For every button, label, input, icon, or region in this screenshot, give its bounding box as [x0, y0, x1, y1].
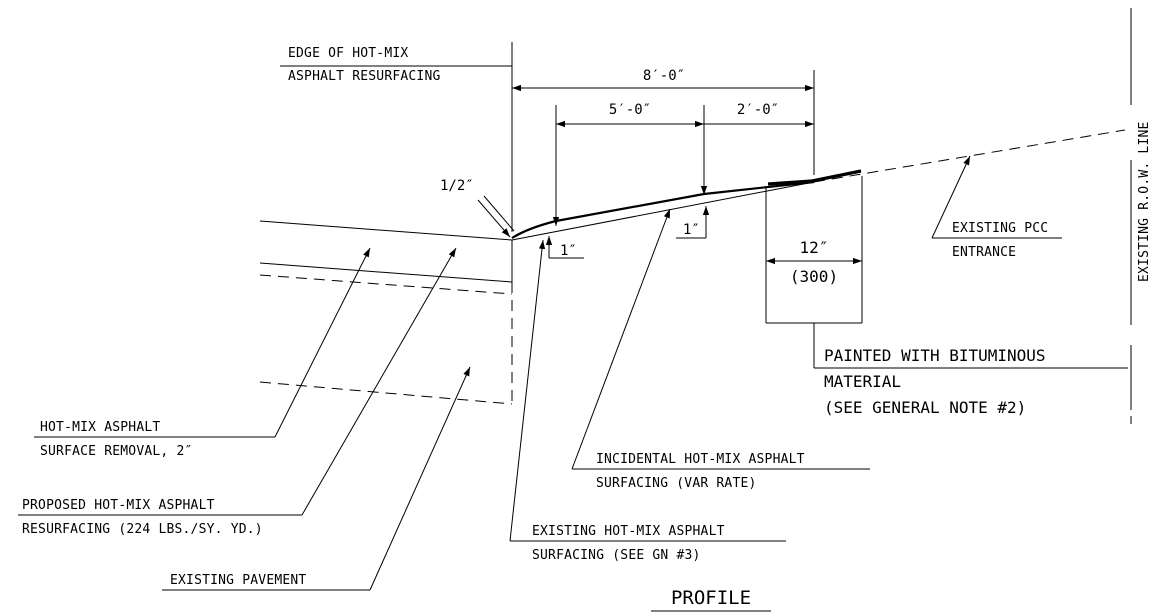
painted-label-line3: (SEE GENERAL NOTE #2) [824, 398, 1026, 417]
pcc-label-line2: ENTRANCE [952, 245, 1016, 260]
dim-1in-left-text: 1″ [560, 243, 577, 259]
existing-pavement-label: EXISTING PAVEMENT [170, 573, 306, 588]
incidental-callout: INCIDENTAL HOT-MIX ASPHALT SURFACING (VA… [571, 208, 870, 491]
dim-12in-text: 12″ [800, 238, 829, 257]
painted-label-line2: MATERIAL [824, 372, 901, 391]
existing-pavement-bottom-dashed [259, 381, 513, 405]
proposed-surface-line [259, 220, 513, 241]
bituminous-paint-segment-2 [811, 169, 862, 183]
existing-pavement-leader [369, 366, 471, 591]
proposed-leader [301, 247, 457, 516]
dim-2ft-text: 2′-0″ [737, 102, 779, 118]
proposed-surfacing-top [511, 180, 815, 239]
existing-pavement-callout: EXISTING PAVEMENT [162, 366, 471, 591]
existing-pcc-callout: EXISTING PCC ENTRANCE [931, 155, 1062, 260]
painted-label-line1: PAINTED WITH BITUMINOUS [824, 346, 1046, 365]
one-inch-callout-left: 1″ [545, 236, 584, 259]
removal-bottom-line [259, 262, 513, 283]
removal-label-line1: HOT-MIX ASPHALT [40, 420, 160, 435]
half-inch-leader-2 [483, 195, 515, 232]
existing-pavement-section [259, 220, 513, 405]
existing-hma-label-line1: EXISTING HOT-MIX ASPHALT [532, 524, 725, 539]
existing-hma-label-line2: SURFACING (SEE GN #3) [532, 548, 701, 563]
removal-leader [274, 247, 371, 438]
half-inch-leader-1 [477, 199, 511, 238]
proposed-label-line1: PROPOSED HOT-MIX ASPHALT [22, 498, 215, 513]
existing-pcc-entrance-dashed [813, 129, 1126, 183]
dim-1in-right-text: 1″ [683, 222, 700, 238]
profile-title-text: PROFILE [671, 587, 751, 609]
profile-title: PROFILE [651, 587, 771, 612]
bituminous-paint-segment-1 [767, 179, 813, 186]
removal-callout: HOT-MIX ASPHALT SURFACE REMOVAL, 2″ [34, 247, 371, 459]
pcc-leader [931, 155, 971, 239]
existing-hma-callout: EXISTING HOT-MIX ASPHALT SURFACING (SEE … [509, 239, 786, 563]
dimension-5ft-2ft: 5′-0″ 2′-0″ [552, 102, 814, 226]
incidental-label-line2: SURFACING (VAR RATE) [596, 476, 757, 491]
incidental-leader [571, 208, 671, 470]
dim-5ft-text: 5′-0″ [609, 102, 651, 118]
edge-label-line1: EDGE OF HOT-MIX [288, 46, 408, 61]
dimension-12in: 12″ (300) [765, 176, 1128, 369]
entrance-surfacing [511, 129, 1126, 241]
existing-hma-leader [509, 239, 546, 542]
edge-label-line2: ASPHALT RESURFACING [288, 69, 441, 84]
existing-surfacing-top [511, 181, 815, 241]
one-inch-callout-right: 1″ [676, 206, 710, 239]
proposed-callout: PROPOSED HOT-MIX ASPHALT RESURFACING (22… [18, 247, 457, 537]
pcc-label-line1: EXISTING PCC [952, 221, 1048, 236]
proposed-label-line2: RESURFACING (224 LBS./SY. YD.) [22, 522, 263, 537]
dim-half-text: 1/2″ [440, 178, 474, 194]
row-line: EXISTING R.O.W. LINE [1130, 8, 1152, 424]
removal-label-line2: SURFACE REMOVAL, 2″ [40, 444, 193, 459]
existing-surface-dashed [259, 274, 513, 295]
dim-8ft-text: 8′-0″ [643, 68, 685, 84]
dim-300-text: (300) [790, 267, 838, 286]
incidental-label-line1: INCIDENTAL HOT-MIX ASPHALT [596, 452, 805, 467]
half-inch-callout: 1/2″ [440, 178, 515, 238]
row-label: EXISTING R.O.W. LINE [1137, 121, 1152, 282]
dimension-8ft: 8′-0″ [512, 68, 815, 175]
